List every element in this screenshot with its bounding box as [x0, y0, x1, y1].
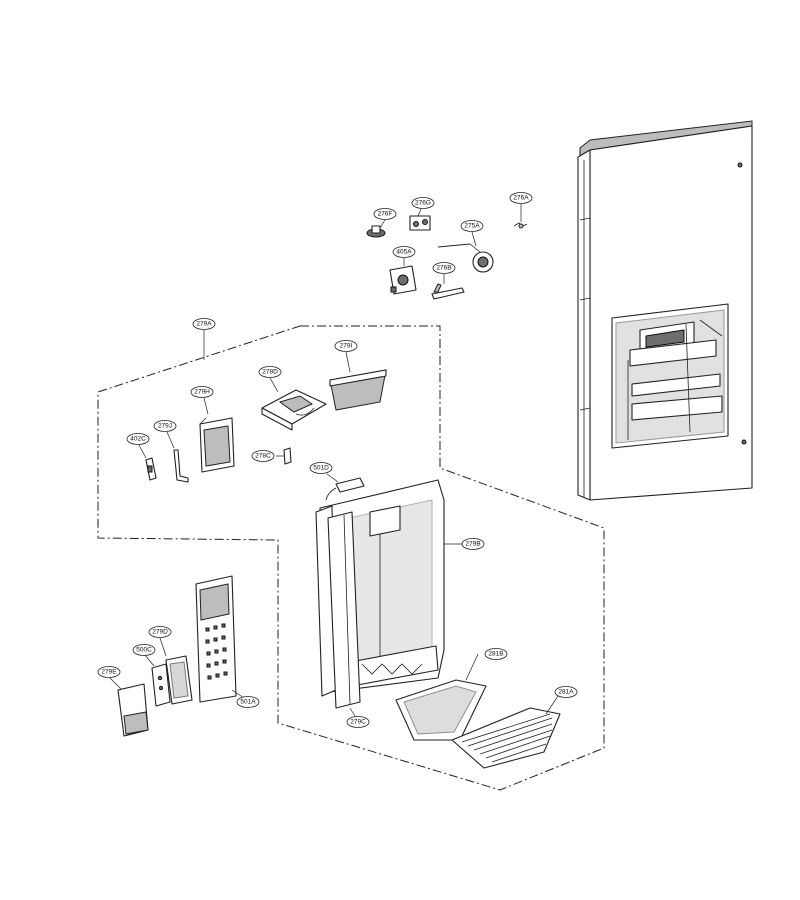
svg-text:279B: 279B [465, 541, 480, 548]
callout-501D: 501D [309, 462, 333, 474]
callout-405A: 405A [392, 246, 416, 258]
part-501A-panel [195, 575, 245, 703]
callout-278D: 278D [258, 366, 282, 378]
part-276B [431, 274, 465, 300]
svg-text:279H: 279H [194, 389, 210, 396]
callout-501A: 501A [236, 696, 260, 708]
part-279J [166, 431, 189, 483]
svg-text:276G: 276G [415, 200, 431, 207]
svg-text:279C: 279C [350, 719, 366, 726]
svg-text:276F: 276F [378, 211, 393, 218]
callout-279E: 279E [97, 666, 121, 678]
callout-281A: 281A [554, 686, 578, 698]
callout-279B: 279B [461, 538, 485, 550]
svg-text:279J: 279J [158, 423, 172, 430]
svg-text:275A: 275A [464, 223, 480, 230]
svg-text:278D: 278D [262, 369, 278, 376]
svg-text:276A: 276A [513, 195, 529, 202]
callout-279A: 279A [192, 318, 216, 330]
callout-279H: 279H [190, 386, 214, 398]
svg-text:279A: 279A [196, 321, 212, 328]
assembly-boundary [97, 325, 605, 791]
part-279I [329, 351, 387, 411]
callout-279D: 279D [148, 626, 172, 638]
part-281A-grille [451, 695, 561, 769]
callout-281B: 281B [484, 648, 508, 660]
door-panel [577, 120, 753, 501]
part-279C-cover [327, 511, 361, 719]
callout-402C: 402C [126, 433, 150, 445]
svg-text:281A: 281A [558, 689, 574, 696]
svg-text:501A: 501A [240, 699, 256, 706]
callout-500C: 500C [132, 644, 156, 656]
callout-279J: 279J [153, 420, 177, 432]
callout-276A: 276A [509, 192, 533, 204]
svg-text:279I: 279I [340, 343, 353, 350]
part-402C [138, 444, 157, 481]
callout-276G: 276G [411, 197, 435, 209]
part-279H [199, 397, 235, 473]
part-275A [437, 231, 494, 273]
callout-276B: 276B [432, 262, 456, 274]
callout-279C: 279C [346, 716, 370, 728]
callout-279I: 279I [334, 340, 358, 352]
part-405A [389, 258, 417, 295]
svg-text:279D: 279D [152, 629, 168, 636]
svg-text:276B: 276B [436, 265, 451, 272]
callout-278C: 278C [251, 450, 275, 462]
part-501D [325, 473, 365, 501]
part-276A [513, 204, 528, 229]
svg-text:405A: 405A [396, 249, 412, 256]
part-281B-tray [395, 653, 487, 741]
part-500C [144, 654, 171, 707]
callout-275A: 275A [460, 220, 484, 232]
part-278C [276, 447, 292, 465]
svg-text:281B: 281B [488, 651, 503, 658]
part-279E [109, 677, 149, 737]
svg-text:501D: 501D [313, 465, 329, 472]
part-276G [409, 208, 431, 231]
part-279D [159, 637, 193, 705]
svg-text:278C: 278C [255, 453, 271, 460]
svg-text:500C: 500C [136, 647, 152, 654]
svg-text:402C: 402C [130, 436, 146, 443]
part-276F [366, 219, 386, 238]
callout-276F: 276F [373, 208, 397, 220]
part-278D [261, 377, 327, 431]
svg-text:279E: 279E [101, 669, 117, 676]
